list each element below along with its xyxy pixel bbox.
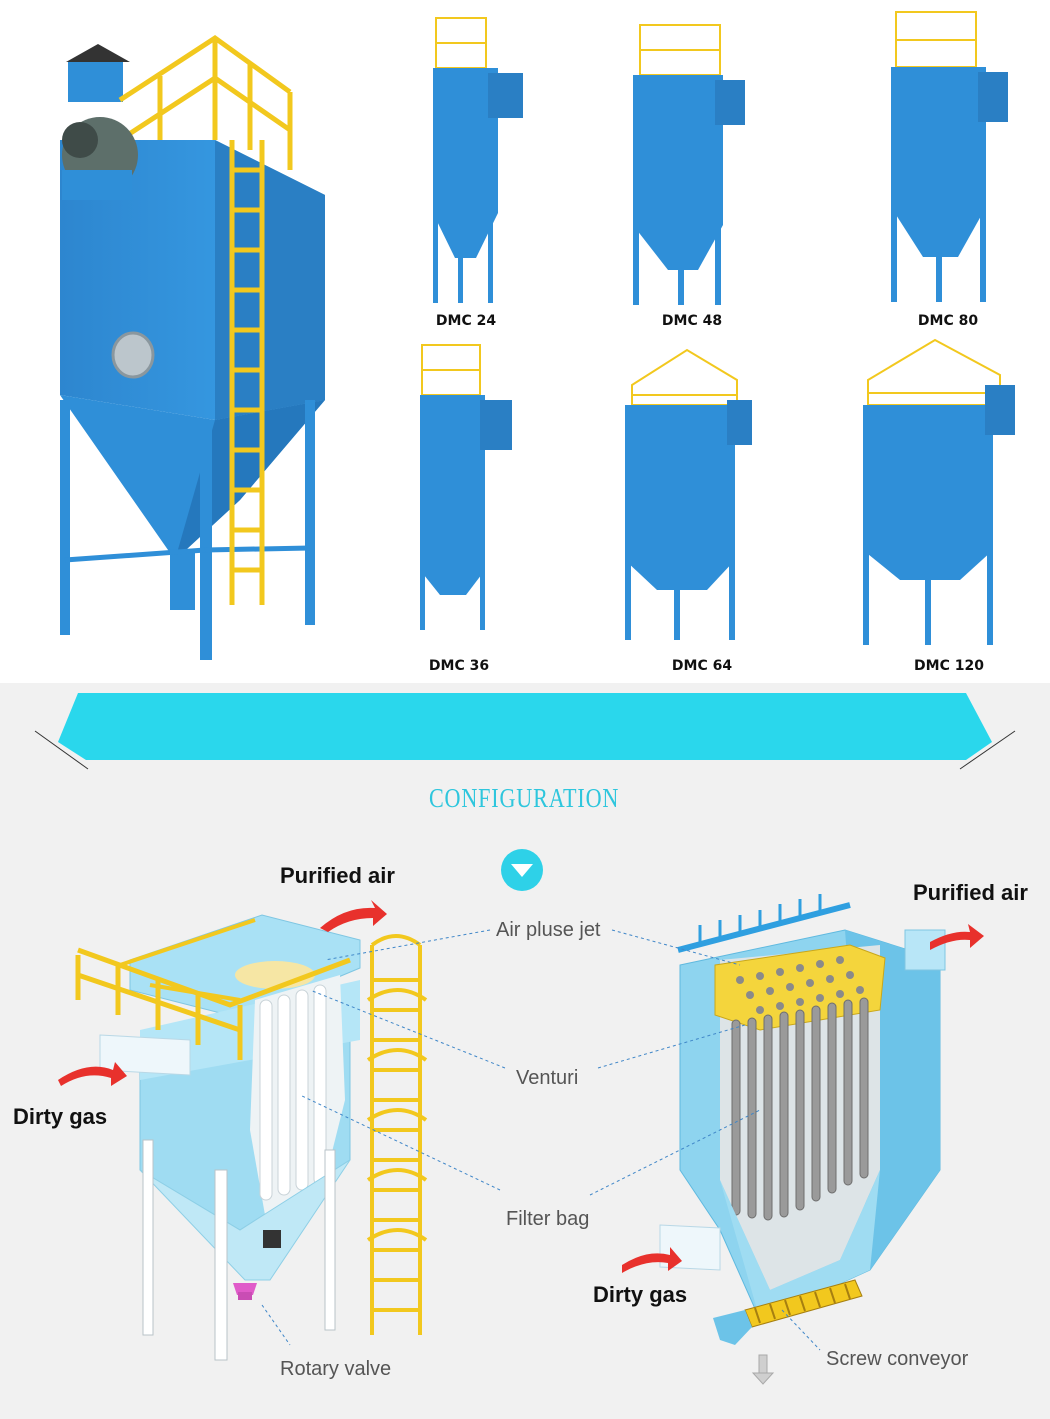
model-label: DMC 24	[436, 313, 496, 329]
main-dust-collector-photo	[60, 34, 325, 660]
configuration-section: Purified air Dirty gas Rotary valve Air …	[0, 683, 1050, 1419]
model-photo-dmc120	[863, 338, 1015, 645]
model-label: DMC 36	[429, 658, 489, 674]
venturi-label: Venturi	[516, 1067, 578, 1089]
model-photo-dmc64	[625, 348, 752, 640]
dirty-gas-label-left: Dirty gas	[13, 1104, 107, 1129]
section-title: CONFIGURATION	[428, 783, 620, 813]
product-gallery-svg: DMC 24 DMC 48 DMC 80	[60, 11, 1015, 674]
model-label: DMC 64	[672, 658, 732, 674]
model-label: DMC 80	[918, 313, 978, 329]
cyan-banner	[34, 693, 1016, 770]
chevron-down-icon	[501, 849, 543, 891]
model-label: DMC 48	[662, 313, 722, 329]
screw-conveyor-label: Screw conveyor	[826, 1348, 969, 1370]
purified-air-arrow-right	[930, 924, 984, 950]
discharge-arrow-icon	[751, 1354, 775, 1385]
purified-air-arrow-left	[320, 900, 387, 932]
product-gallery: DMC 24 DMC 48 DMC 80	[0, 0, 1050, 683]
screw-conveyor-part	[713, 1279, 863, 1345]
dirty-gas-arrow-left	[58, 1062, 127, 1086]
filter-bag-label: Filter bag	[506, 1208, 589, 1230]
rotary-valve-part	[233, 1283, 257, 1300]
configuration-svg: Purified air Dirty gas Rotary valve Air …	[13, 693, 1028, 1385]
callout-lines	[261, 929, 821, 1351]
right-dust-collector-diagram	[622, 894, 984, 1385]
purified-air-label-right: Purified air	[913, 880, 1028, 905]
purified-air-label-left: Purified air	[280, 863, 395, 888]
model-photo-dmc24	[433, 17, 523, 303]
model-photo-dmc80	[891, 11, 1008, 302]
dirty-gas-label-right: Dirty gas	[593, 1282, 687, 1307]
air-pulse-jet-label: Air pluse jet	[496, 919, 601, 941]
left-dust-collector-diagram	[58, 900, 428, 1361]
model-photo-dmc48	[633, 24, 745, 305]
model-photo-dmc36	[420, 344, 512, 630]
dirty-gas-arrow-right	[622, 1247, 682, 1273]
model-label: DMC 120	[914, 658, 984, 674]
rotary-valve-label: Rotary valve	[280, 1358, 391, 1380]
